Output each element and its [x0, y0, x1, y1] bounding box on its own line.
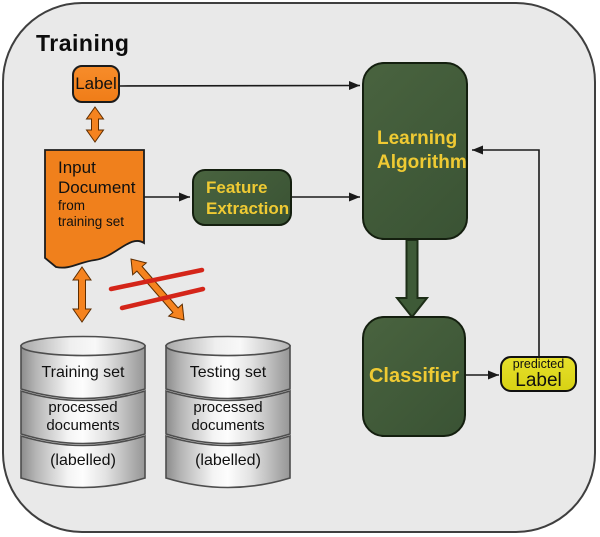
- testing-set-labelled: (labelled): [195, 452, 261, 469]
- input-document-line4: training set: [58, 214, 125, 229]
- input-document-line3: from: [58, 198, 85, 213]
- training-set-line2: documents: [46, 417, 120, 434]
- arrow-label-to-learning-algorithm: [119, 81, 361, 91]
- red-crossout-line-1: [108, 267, 205, 292]
- testing-set-line2: documents: [191, 417, 265, 434]
- training-set-line1: processed: [48, 399, 118, 416]
- feedback-line-predicted-label-to-learning-algorithm: [472, 145, 540, 356]
- testing-set-line1: processed: [193, 399, 263, 416]
- learning-algorithm-line1: Learning: [377, 128, 458, 149]
- double-arrow-label-document: [85, 106, 105, 143]
- predicted-label-line2: Label: [515, 370, 562, 391]
- input-document-line2: Document: [58, 178, 136, 197]
- diagram-title: Training: [36, 30, 130, 56]
- red-crossout-line-2: [119, 286, 206, 311]
- classifier-text: Classifier: [368, 365, 460, 387]
- node-learning-algorithm: Learning Algorithm: [362, 62, 468, 240]
- training-set-contents: processed documents: [21, 399, 145, 435]
- input-document-line1: Input: [58, 158, 96, 177]
- learning-algorithm-line2: Algorithm: [377, 152, 467, 173]
- node-feature-extraction: Feature Extraction: [192, 169, 292, 226]
- double-arrow-document-testing-set-forbidden: [130, 258, 185, 321]
- thick-arrow-learning-algorithm-to-classifier: [394, 239, 430, 319]
- label-text: Label: [75, 74, 117, 93]
- predicted-label-line1: predicted: [512, 357, 565, 371]
- training-set-name: Training set: [41, 364, 125, 381]
- datastore-testing-set: [165, 335, 291, 489]
- training-set-labelled: (labelled): [50, 452, 116, 469]
- node-classifier: Classifier: [362, 316, 466, 437]
- input-document-shape: [44, 149, 145, 269]
- testing-set-contents: processed documents: [166, 399, 290, 435]
- node-input-document: Input Document from training set: [58, 158, 135, 230]
- feature-extraction-line1: Feature: [206, 177, 268, 197]
- double-arrow-document-training-set: [72, 266, 92, 323]
- feature-extraction-line2: Extraction: [206, 198, 290, 218]
- datastore-training-set: [20, 335, 146, 489]
- node-label: Label: [72, 65, 120, 103]
- node-predicted-label: predicted Label: [500, 356, 577, 392]
- testing-set-name: Testing set: [189, 364, 267, 381]
